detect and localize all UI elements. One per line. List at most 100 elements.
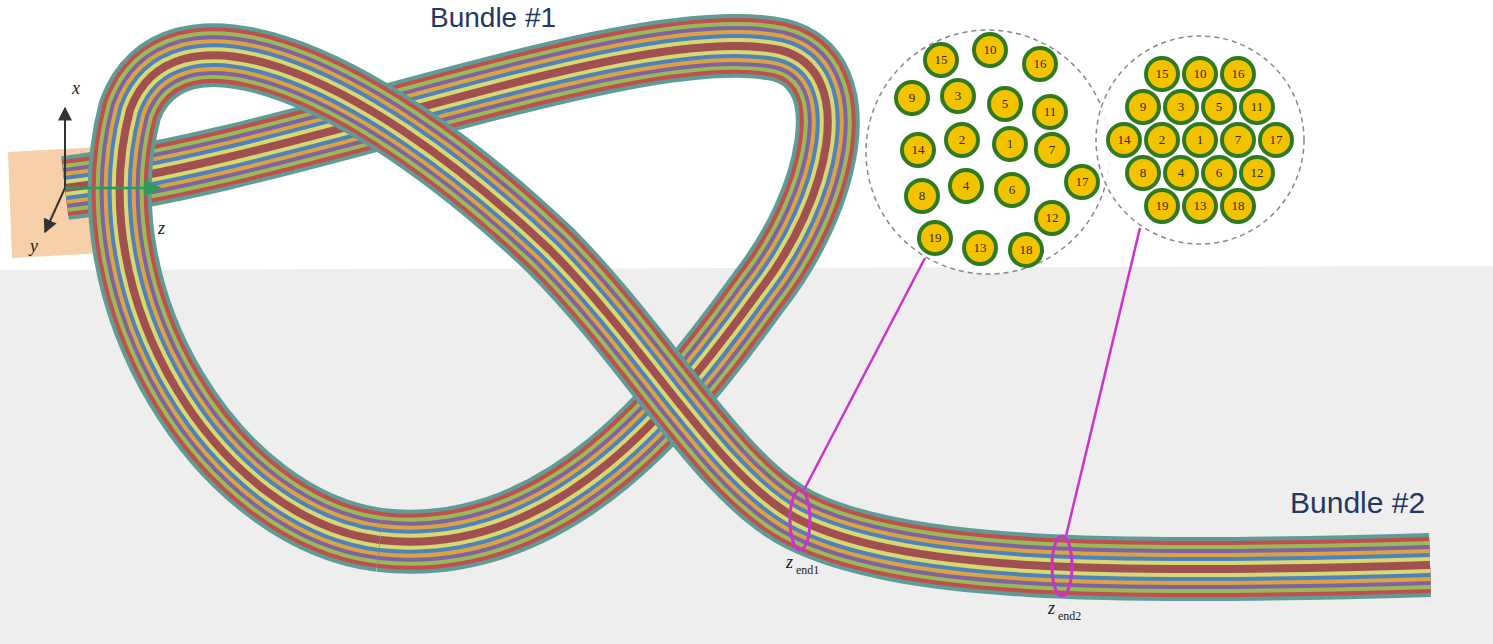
fiber-core: 1	[1182, 122, 1218, 158]
fiber-number: 6	[1216, 165, 1223, 181]
fiber-number: 1	[1197, 132, 1204, 148]
fiber-core: 6	[1201, 155, 1237, 191]
fiber-number: 5	[1216, 99, 1223, 115]
fiber-number: 17	[1270, 132, 1283, 148]
fiber-core: 13	[1182, 188, 1218, 224]
fiber-core: 8	[1125, 155, 1161, 191]
fiber-core: 17	[1064, 164, 1100, 200]
bundle-label: Bundle #2	[1290, 486, 1425, 520]
fiber-core: 15	[923, 42, 959, 78]
fiber-number: 18	[1232, 198, 1245, 214]
fiber-core: 10	[1182, 56, 1218, 92]
fiber-core: 4	[948, 168, 984, 204]
fiber-core: 14	[900, 132, 936, 168]
position-label: z	[786, 552, 793, 573]
fiber-core: 13	[962, 230, 998, 266]
fiber-strand	[120, 55, 1430, 569]
axis-label: z	[158, 218, 165, 239]
fiber-number: 12	[1251, 165, 1264, 181]
fiber-number: 10	[1194, 66, 1207, 82]
fiber-bundle-2	[120, 55, 1430, 569]
fiber-strand	[120, 55, 1430, 569]
fiber-strand	[120, 55, 1430, 569]
fiber-number: 13	[974, 240, 987, 256]
fiber-core: 7	[1220, 122, 1256, 158]
fiber-number: 15	[1156, 66, 1169, 82]
fiber-core: 11	[1239, 89, 1275, 125]
leader-line	[804, 258, 925, 490]
fiber-number: 8	[919, 188, 926, 204]
fiber-number: 9	[1140, 99, 1147, 115]
fiber-number: 11	[1251, 99, 1264, 115]
fiber-number: 1	[1007, 136, 1014, 152]
fiber-number: 11	[1044, 104, 1057, 120]
fiber-core: 3	[940, 78, 976, 114]
fiber-core: 2	[944, 122, 980, 158]
fiber-core: 7	[1034, 132, 1070, 168]
fiber-number: 8	[1140, 165, 1147, 181]
fiber-core: 16	[1022, 46, 1058, 82]
axis-label: x	[72, 78, 80, 99]
fiber-core: 18	[1008, 232, 1044, 268]
fiber-strand	[120, 55, 1430, 569]
fiber-core: 5	[987, 86, 1023, 122]
fiber-strand	[120, 55, 1430, 569]
fiber-core: 4	[1163, 155, 1199, 191]
fiber-core: 9	[1125, 89, 1161, 125]
fiber-number: 3	[955, 88, 962, 104]
cross-section-outline	[1096, 36, 1304, 244]
fiber-core: 17	[1258, 122, 1294, 158]
section-marker	[1052, 536, 1072, 596]
fiber-number: 4	[963, 178, 970, 194]
fiber-number: 6	[1009, 182, 1016, 198]
position-subscript: end1	[796, 563, 819, 578]
axis-arrow	[65, 187, 160, 190]
fiber-core: 12	[1239, 155, 1275, 191]
section-marker	[790, 490, 810, 550]
leader-line	[1066, 228, 1140, 536]
position-subscript: end2	[1058, 609, 1081, 624]
fiber-core: 10	[972, 32, 1008, 68]
fiber-number: 2	[959, 132, 966, 148]
fiber-number: 14	[1118, 132, 1131, 148]
fiber-number: 7	[1235, 132, 1242, 148]
fiber-core: 19	[1144, 188, 1180, 224]
fiber-core: 11	[1032, 94, 1068, 130]
axis-label: y	[30, 236, 38, 257]
fiber-number: 17	[1076, 174, 1089, 190]
fiber-number: 14	[912, 142, 925, 158]
axis-arrow	[64, 108, 66, 188]
fiber-core: 3	[1163, 89, 1199, 125]
cross-section-outline	[866, 30, 1110, 274]
fiber-core: 16	[1220, 56, 1256, 92]
fiber-strand	[120, 55, 1430, 569]
fiber-core: 9	[894, 80, 930, 116]
fiber-core: 15	[1144, 56, 1180, 92]
fiber-number: 3	[1178, 99, 1185, 115]
fiber-number: 12	[1046, 210, 1059, 226]
fiber-core: 6	[994, 172, 1030, 208]
fiber-strand	[120, 55, 1430, 569]
bundle-label: Bundle #1	[430, 2, 556, 34]
fiber-core: 2	[1144, 122, 1180, 158]
fiber-number: 15	[935, 52, 948, 68]
position-label: z	[1048, 598, 1055, 619]
fiber-core: 14	[1106, 122, 1142, 158]
fiber-number: 10	[984, 42, 997, 58]
fiber-number: 19	[1156, 198, 1169, 214]
fiber-number: 19	[929, 230, 942, 246]
fiber-core: 19	[917, 220, 953, 256]
fiber-core: 18	[1220, 188, 1256, 224]
fiber-number: 16	[1232, 66, 1245, 82]
fiber-core: 8	[904, 178, 940, 214]
fiber-number: 7	[1049, 142, 1056, 158]
fiber-number: 13	[1194, 198, 1207, 214]
fiber-core: 12	[1034, 200, 1070, 236]
fiber-number: 16	[1034, 56, 1047, 72]
fiber-number: 5	[1002, 96, 1009, 112]
axis-arrow	[45, 188, 65, 232]
fiber-core: 1	[992, 126, 1028, 162]
fiber-number: 2	[1159, 132, 1166, 148]
fiber-number: 18	[1020, 242, 1033, 258]
